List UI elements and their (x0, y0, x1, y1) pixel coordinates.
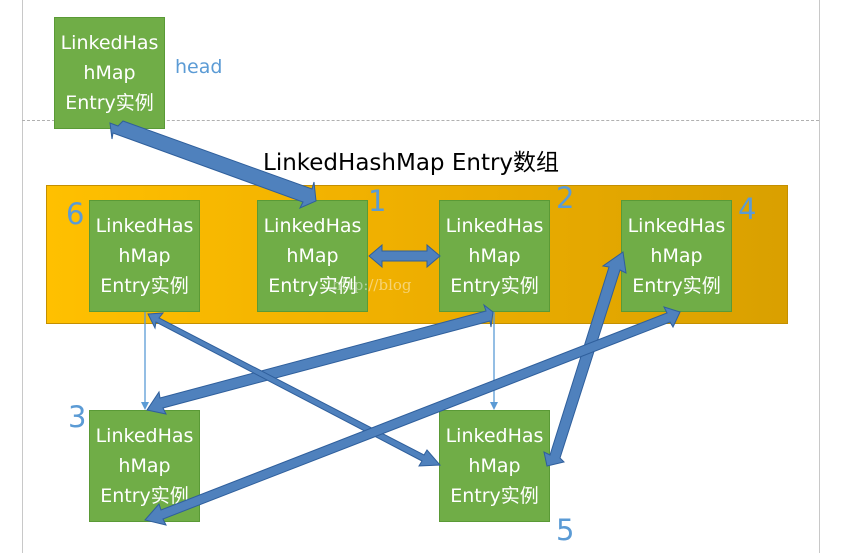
entry-line-3: Entry实例 (65, 92, 154, 114)
array-entry-2: LinkedHas hMap Entry实例 (439, 200, 550, 312)
order-label-4: 4 (738, 192, 757, 226)
entry-line-1: LinkedHas (95, 425, 194, 447)
array-entry-4: LinkedHas hMap Entry实例 (621, 200, 732, 312)
entry-line-3: Entry实例 (632, 275, 721, 297)
array-entry-6: LinkedHas hMap Entry实例 (89, 200, 200, 312)
chained-entry-3: LinkedHas hMap Entry实例 (89, 410, 200, 522)
entry-line-2: hMap (83, 62, 136, 84)
entry-line-1: LinkedHas (95, 215, 194, 237)
entry-line-2: hMap (650, 245, 703, 267)
order-label-6: 6 (66, 197, 85, 231)
entry-line-2: hMap (118, 455, 171, 477)
order-label-1: 1 (368, 184, 387, 218)
entry-line-1: LinkedHas (445, 425, 544, 447)
entry-line-2: hMap (118, 245, 171, 267)
head-label: head (175, 56, 223, 78)
order-label-2: 2 (556, 181, 575, 215)
entry-line-2: hMap (468, 245, 521, 267)
entry-line-2: hMap (286, 245, 339, 267)
entry-line-1: LinkedHas (627, 215, 726, 237)
head-entry-box: LinkedHas hMap Entry实例 (54, 17, 165, 129)
frame-right-border (819, 0, 820, 553)
section-divider (22, 120, 819, 121)
entry-line-1: LinkedHas (60, 32, 159, 54)
entry-line-2: hMap (468, 455, 521, 477)
order-label-3: 3 (68, 400, 87, 434)
entry-line-3: Entry实例 (450, 275, 539, 297)
watermark-text: http://blog (332, 276, 412, 294)
entry-line-1: LinkedHas (263, 215, 362, 237)
entry-line-3: Entry实例 (268, 275, 357, 297)
order-label-5: 5 (556, 513, 575, 547)
array-title: LinkedHashMap Entry数组 (263, 150, 560, 176)
frame-left-border (22, 0, 23, 553)
entry-line-1: LinkedHas (445, 215, 544, 237)
entry-line-3: Entry实例 (100, 485, 189, 507)
link-arrow-4-to-3 (144, 306, 681, 526)
entry-line-3: Entry实例 (450, 485, 539, 507)
entry-line-3: Entry实例 (100, 275, 189, 297)
chained-entry-5: LinkedHas hMap Entry实例 (439, 410, 550, 522)
array-entry-1: LinkedHas hMap Entry实例 (257, 200, 368, 312)
